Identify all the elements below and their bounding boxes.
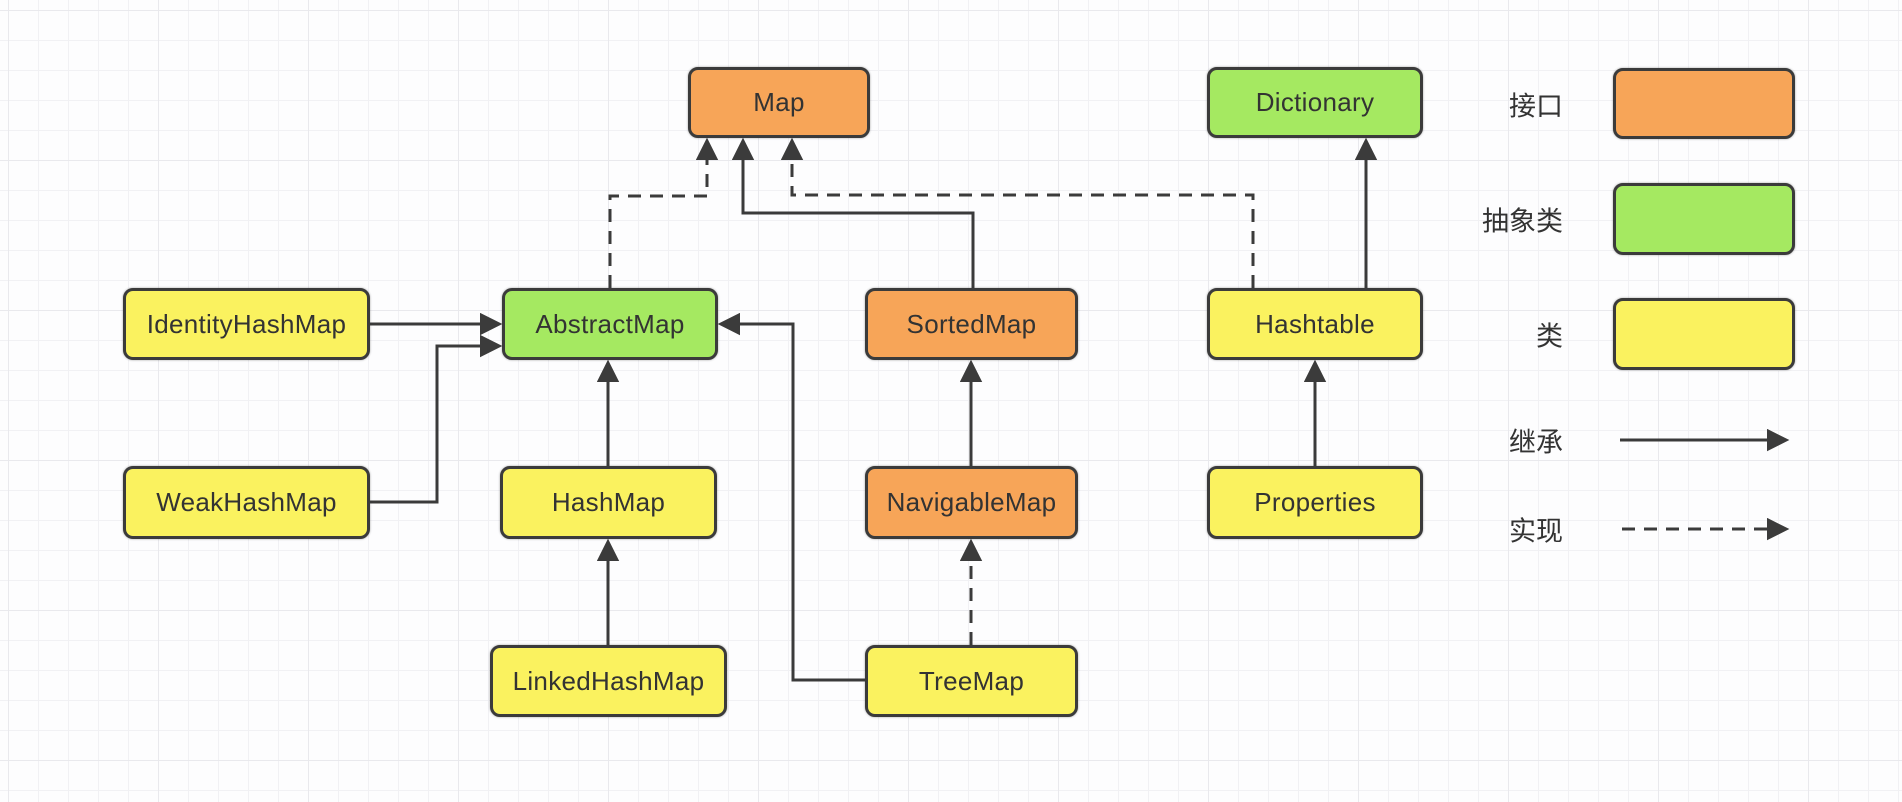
edge-sortedmap-to-map-inherit-arrow [731,137,975,288]
edge-abstractmap-to-map-implement-arrow [608,137,719,288]
edge-treemap-to-abstractmap-inherit-arrow [717,312,865,682]
node-navigablemap[interactable]: NavigableMap [865,466,1078,539]
node-abstractmap[interactable]: AbstractMap [502,288,718,360]
node-hashtable[interactable]: Hashtable [1207,288,1423,360]
node-hashmap[interactable]: HashMap [500,466,717,539]
node-identityhashmap[interactable]: IdentityHashMap [123,288,370,360]
node-treemap[interactable]: TreeMap [865,645,1078,717]
node-sortedmap[interactable]: SortedMap [865,288,1078,360]
legend-label-inherit: 继承 [1509,427,1563,458]
node-dictionary[interactable]: Dictionary [1207,67,1423,138]
node-linkedhashmap[interactable]: LinkedHashMap [490,645,727,717]
legend-label-class: 类 [1536,321,1563,352]
node-map[interactable]: Map [688,67,870,138]
edge-hashtable-to-map-implement-arrow [780,137,1255,288]
legend-swatch-class [1613,298,1795,370]
node-properties[interactable]: Properties [1207,466,1423,539]
edge-weakhashmap-to-abstractmap-inherit-arrow [370,334,503,504]
node-weakhashmap[interactable]: WeakHashMap [123,466,370,539]
legend-label-abstract: 抽象类 [1482,206,1563,237]
legend-swatch-abstract [1613,183,1795,255]
legend-swatch-interface [1613,68,1795,139]
legend-label-interface: 接口 [1509,91,1563,121]
legend-label-implement: 实现 [1509,516,1563,547]
